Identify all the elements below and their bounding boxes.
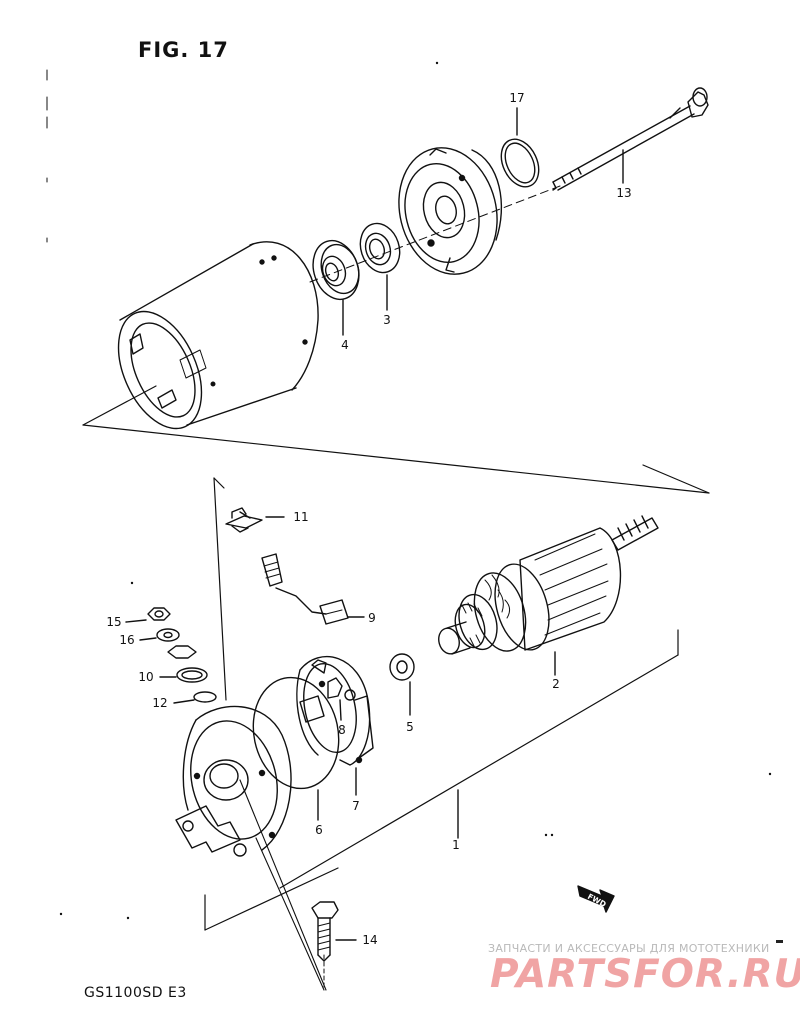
callout-10: 10 xyxy=(138,670,154,684)
callout-9: 9 xyxy=(368,611,376,625)
callout-15: 15 xyxy=(106,615,122,629)
brush-spring-8 xyxy=(327,677,343,721)
leader-12 xyxy=(173,699,195,704)
axis-line-upper xyxy=(309,185,561,283)
callout-13: 13 xyxy=(616,186,632,200)
callout-3: 3 xyxy=(383,313,391,327)
callout-16: 16 xyxy=(119,633,135,647)
model-code: GS1100SD E3 xyxy=(84,985,187,1001)
callout-8: 8 xyxy=(338,723,346,737)
nut-10 xyxy=(167,645,208,683)
o-ring-12 xyxy=(193,691,217,703)
callout-12: 12 xyxy=(152,696,168,710)
callout-17: 17 xyxy=(509,91,525,105)
through-bolt-13 xyxy=(552,87,709,191)
screw-14 xyxy=(311,901,339,991)
brush-9 xyxy=(261,553,349,625)
callout-7: 7 xyxy=(352,799,360,813)
watermark-mark xyxy=(776,940,783,943)
brush-holder-plate-7 xyxy=(296,655,374,766)
washer-16 xyxy=(156,628,180,642)
guide-line-b xyxy=(255,837,325,991)
leader-15 xyxy=(125,619,147,623)
callout-11: 11 xyxy=(293,510,309,524)
watermark-brand: PARTSFOR.RU xyxy=(490,952,800,997)
leader-16 xyxy=(139,637,157,641)
callout-4: 4 xyxy=(341,338,349,352)
callout-6: 6 xyxy=(315,823,323,837)
oil-seal-3 xyxy=(359,222,401,274)
assembly-bracket xyxy=(82,385,710,931)
callout-1: 1 xyxy=(452,838,460,852)
guide-line-a xyxy=(239,779,327,991)
yoke-housing xyxy=(117,241,319,430)
fwd-arrow-icon xyxy=(577,885,615,913)
watermark-tagline: ЗАПЧАСТИ И АКСЕССУАРЫ ДЛЯ МОТОТЕХНИКИ xyxy=(488,942,770,955)
scan-specks xyxy=(59,61,772,920)
o-ring-17 xyxy=(500,138,540,188)
washer-5 xyxy=(389,653,415,681)
bearing-4 xyxy=(312,239,360,301)
nut-15 xyxy=(147,607,171,621)
o-ring-6 xyxy=(252,676,340,790)
figure-title: FIG. 17 xyxy=(138,38,229,62)
terminal-11 xyxy=(225,507,263,533)
end-cover xyxy=(398,147,503,275)
armature-2 xyxy=(438,515,659,655)
callout-2: 2 xyxy=(552,677,560,691)
front-housing xyxy=(175,705,292,857)
callout-14: 14 xyxy=(362,933,378,947)
callout-5: 5 xyxy=(406,720,414,734)
